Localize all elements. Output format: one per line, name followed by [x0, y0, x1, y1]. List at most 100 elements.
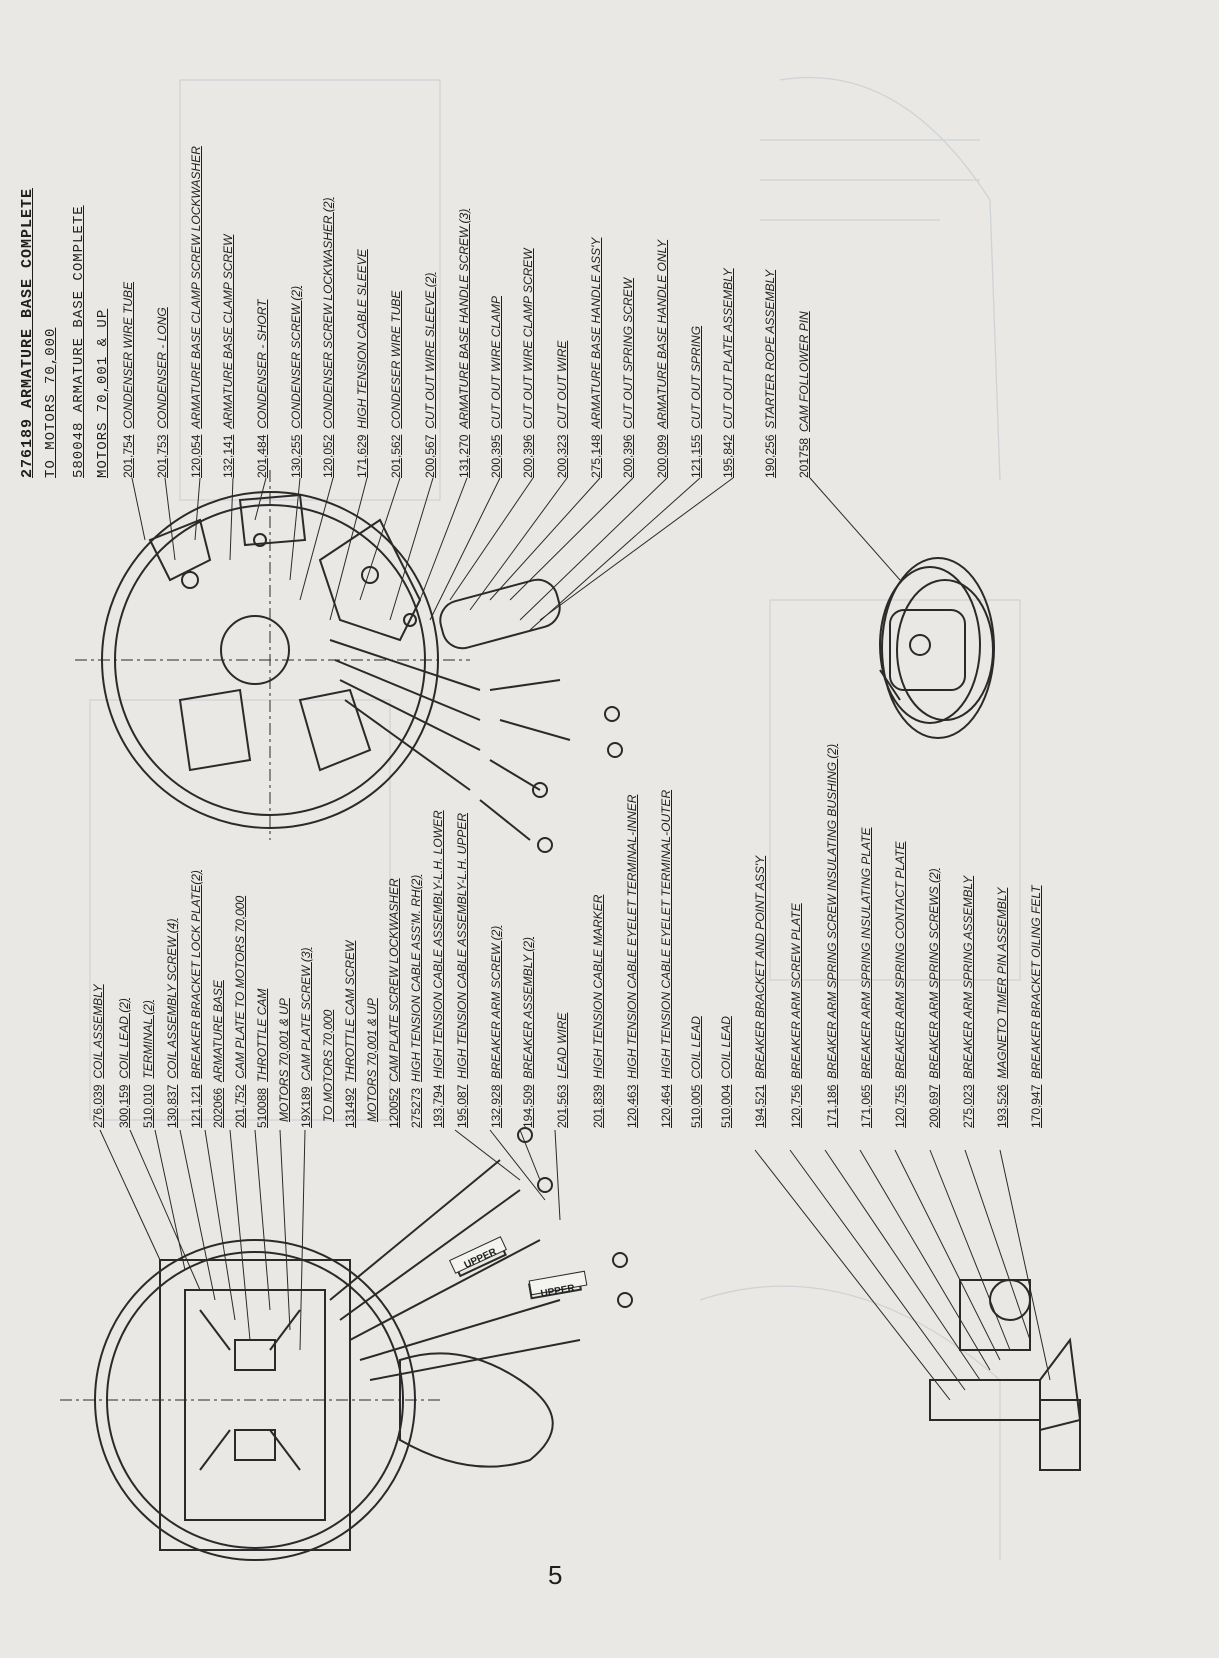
part-number: 121,155: [689, 434, 703, 478]
part-number: 131,270: [457, 434, 471, 478]
part-description: THROTTLE CAM SCREW: [343, 940, 357, 1082]
part-number: 275,148: [589, 434, 603, 478]
part-label-row: 171,065BREAKER ARM SPRING INSULATING PLA…: [859, 827, 873, 1128]
part-label-row: 201,484CONDENSER - SHORT: [255, 299, 269, 478]
part-label-row: 194,509BREAKER ASSEMBLY (2): [521, 936, 535, 1128]
part-description: MAGNETO TIMER PIN ASSEMBLY: [995, 887, 1009, 1079]
ghost-drawing: [89, 76, 1021, 1560]
part-label-row: 200,396CUT OUT SPRING SCREW: [621, 277, 635, 478]
part-label-row: 275,023BREAKER ARM SPRING ASSEMBLY: [961, 876, 975, 1128]
part-description: BREAKER ARM SPRING SCREWS (2): [927, 868, 941, 1079]
part-description: CUT OUT WIRE CLAMP: [489, 295, 503, 429]
part-label-row: 131492 THROTTLE CAM SCREW: [343, 940, 357, 1128]
part-description: BREAKER BRACKET OILING FELT: [1029, 885, 1043, 1079]
part-description: ARMATURE BASE HANDLE SCREW (3): [457, 208, 471, 429]
part-label-row: 201758CAM FOLLOWER PIN: [797, 311, 811, 478]
part-label-row: 275,148 ARMATURE BASE HANDLE ASS'Y: [589, 237, 603, 478]
part-description: ARMATURE BASE: [211, 980, 225, 1082]
part-description: ARMATURE BASE HANDLE ASS'Y: [589, 237, 603, 429]
header-line-4: MOTORS 70,001 & UP: [95, 308, 111, 478]
part-description: CUT OUT WIRE CLAMP SCREW: [521, 248, 535, 429]
part-label-row: 195,087HIGH TENSION CABLE ASSEMBLY-L.H. …: [455, 813, 469, 1128]
part-number: 195,842: [721, 434, 735, 478]
cable-markers: [449, 1236, 588, 1296]
part-label-row: 201,563LEAD WIRE: [555, 1013, 569, 1128]
part-description: CAM PLATE TO MOTORS 70,000: [233, 895, 247, 1079]
part-label-row: 275273HIGH TENSION CABLE ASS'M. RH(2): [409, 875, 423, 1128]
part-label-row: 190,256STARTER ROPE ASSEMBLY: [763, 270, 777, 478]
part-label-row: MOTORS 70,001 & UP: [277, 998, 291, 1128]
part-description: CUT OUT WIRE: [555, 340, 569, 429]
part-label-row: 19X189CAM PLATE SCREW (3): [299, 947, 313, 1129]
part-label-row: 201,754CONDENSER WIRE TUBE: [121, 281, 135, 478]
part-number: 201,484: [255, 434, 269, 478]
part-number: 200,395: [489, 434, 503, 478]
part-description: BREAKER ARM SPRING SCREW INSULATING BUSH…: [825, 743, 839, 1079]
part-description: ARMATURE BASE CLAMP SCREW LOCKWASHER: [189, 146, 203, 429]
part-description: ARMATURE BASE CLAMP SCREW: [221, 234, 235, 429]
armature-base-lower-view: [60, 1127, 633, 1561]
part-number: 131492: [343, 1087, 357, 1128]
page-number: 5: [548, 1560, 563, 1590]
part-description: MOTORS 70,001 & UP: [277, 998, 291, 1122]
part-description: THROTTLE CAM: [255, 988, 269, 1082]
part-number: 130,837: [165, 1084, 179, 1128]
part-label-row: 171,186BREAKER ARM SPRING SCREW INSULATI…: [825, 743, 839, 1128]
part-number: 510,004: [719, 1084, 733, 1128]
part-number: 201,839: [591, 1084, 605, 1128]
part-number: 193,794: [431, 1084, 445, 1128]
part-description: COIL ASSEMBLY SCREW (4): [165, 918, 179, 1079]
part-number: 202066: [211, 1087, 225, 1128]
upper-leader-lines: [131, 477, 901, 631]
part-label-row: 200,395 CUT OUT WIRE CLAMP: [489, 295, 503, 478]
part-description: HIGH TENSION CABLE ASSEMBLY-L.H. LOWER: [431, 810, 445, 1079]
part-description: CAM PLATE SCREW (3): [299, 947, 313, 1081]
part-description: COIL ASSEMBLY: [91, 984, 105, 1079]
part-label-row: 121,121BREAKER BRACKET LOCK PLATE(2): [189, 870, 203, 1128]
part-description: TERMINAL (2): [141, 1000, 155, 1079]
part-number: 120,756: [789, 1084, 803, 1128]
part-description: CUT OUT SPRING SCREW: [621, 277, 635, 429]
part-label-row: 132,141ARMATURE BASE CLAMP SCREW: [221, 234, 235, 478]
part-label-row: 120052CAM PLATE SCREW LOCKWASHER: [387, 878, 401, 1128]
part-description: COIL LEAD (2): [117, 998, 131, 1079]
part-description: CONDENSER WIRE TUBE: [121, 281, 135, 429]
part-description: COIL LEAD: [719, 1016, 733, 1079]
part-label-row: 130,837 COIL ASSEMBLY SCREW (4): [165, 918, 179, 1128]
part-label-row: 201,839HIGH TENSION CABLE MARKER: [591, 895, 605, 1128]
part-number: 194,521: [753, 1084, 767, 1128]
starter-rope-drawing: [879, 557, 995, 739]
part-description: CONDENSER - LONG: [155, 307, 169, 429]
header-line-1: 276189 ARMATURE BASE COMPLETE: [19, 187, 36, 478]
part-label-row: 194,521BREAKER BRACKET AND POINT ASS'Y: [753, 856, 767, 1128]
part-description: BREAKER ARM SPRING INSULATING PLATE: [859, 827, 873, 1079]
part-number: 275273: [409, 1087, 423, 1128]
part-label-row: 202066 ARMATURE BASE: [211, 980, 225, 1128]
part-label-row: 510,005COIL LEAD: [689, 1016, 703, 1128]
part-label-row: 201,752CAM PLATE TO MOTORS 70,000: [233, 895, 247, 1128]
part-description: CUT OUT WIRE SLEEVE (2): [423, 272, 437, 429]
part-number: 201,562: [389, 434, 403, 478]
part-number: 201758: [797, 437, 811, 478]
part-label-row: 200,396 CUT OUT WIRE CLAMP SCREW: [521, 248, 535, 478]
part-number: 510088: [255, 1087, 269, 1128]
part-number: 195,087: [455, 1084, 469, 1128]
part-description: TO MOTORS 70,000: [321, 1009, 335, 1122]
lower-leader-lines: [99, 1129, 1051, 1401]
part-label-row: 201,562CONDESER WIRE TUBE: [389, 291, 403, 478]
part-number: 200,099: [655, 434, 669, 478]
part-description: BREAKER ARM SCREW PLATE: [789, 903, 803, 1079]
part-label-row: 200,099ARMATURE BASE HANDLE ONLY: [655, 240, 669, 478]
part-label-row: 132,928BREAKER ARM SCREW (2): [489, 926, 503, 1128]
part-number: 200,396: [521, 434, 535, 478]
part-label-row: 171,629HIGH TENSION CABLE SLEEVE: [355, 249, 369, 478]
part-description: CUT OUT SPRING: [689, 325, 703, 429]
part-number: 171,629: [355, 434, 369, 478]
part-number: 300,159: [117, 1084, 131, 1128]
part-description: BREAKER ASSEMBLY (2): [521, 936, 535, 1079]
part-number: 130,255: [289, 434, 303, 478]
part-label-row: 121,155 CUT OUT SPRING: [689, 325, 703, 478]
part-label-row: 120,463HIGH TENSION CABLE EYELET TERMINA…: [625, 795, 639, 1128]
part-number: 200,697: [927, 1084, 941, 1128]
